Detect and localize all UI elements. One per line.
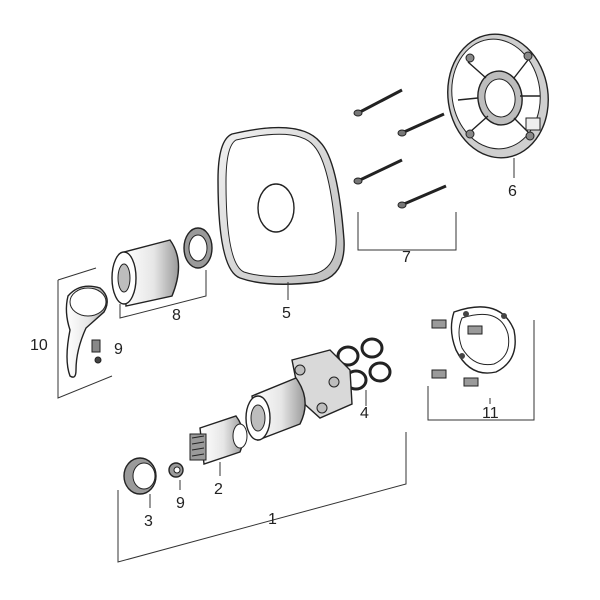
part-5-cover-plate [217,126,345,300]
label-part-5: 5 [282,305,291,322]
label-part-1: 1 [268,511,277,528]
screw-1 [353,88,403,117]
label-part-9b: 9 [176,495,185,512]
part-2-cartridge [189,415,248,476]
label-part-2: 2 [214,481,223,498]
part-3-ring [123,457,157,508]
part-10-handle [57,267,113,399]
bracket-screw-4 [463,377,479,387]
label-part-7: 7 [402,249,411,266]
screw-3 [353,158,403,185]
label-part-8: 8 [172,307,181,324]
part-9a-set-screw [91,339,102,364]
label-part-11: 11 [482,405,499,422]
part-6-mounting-ring [447,33,549,178]
part-11-bracket [427,306,535,421]
part-9b-nut [168,462,184,490]
label-part-4: 4 [360,405,369,422]
bracket-screw-1 [431,319,447,329]
label-part-3: 3 [144,513,153,530]
bracket-screw-2 [467,325,483,335]
bracket-screw-3 [431,369,447,379]
label-part-9a: 9 [114,341,123,358]
part-1-valve-body [117,349,407,563]
label-part-10: 10 [30,337,48,354]
label-part-6: 6 [508,183,517,200]
part-7-screws [353,88,457,251]
screw-4 [397,184,447,209]
part-8-sleeve-adapter [111,227,213,319]
screw-2 [397,112,445,137]
